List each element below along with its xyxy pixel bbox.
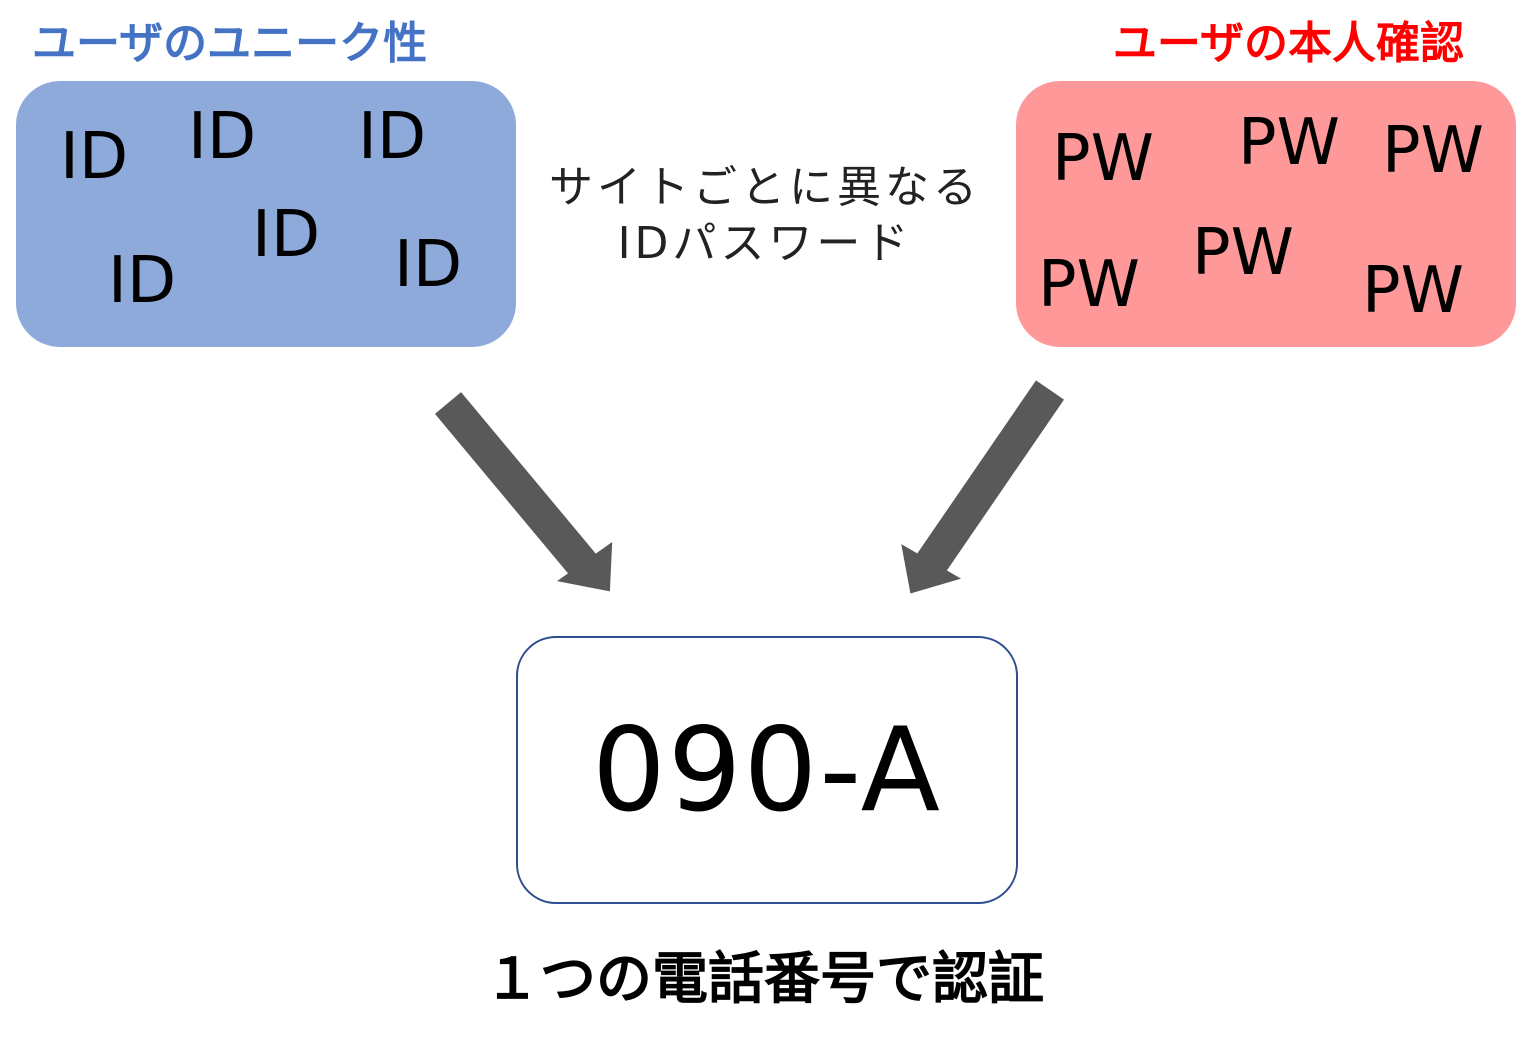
id-token: ID: [188, 100, 257, 174]
phone-number-box: 090-A: [516, 636, 1018, 904]
pw-token: PW: [1038, 248, 1140, 322]
pw-token: PW: [1192, 216, 1294, 290]
caption: １つの電話番号で認証: [484, 947, 1044, 1012]
pw-token: PW: [1362, 254, 1464, 328]
id-uniqueness-heading: ユーザのユニーク性: [32, 18, 428, 69]
id-token: ID: [252, 198, 321, 272]
left-arrow: [434, 392, 613, 592]
id-token: ID: [358, 100, 427, 174]
phone-number: 090-A: [591, 702, 943, 838]
pw-panel: PW PW PW PW PW PW: [1016, 81, 1516, 347]
pw-token: PW: [1382, 114, 1484, 188]
note-line-2: IDパスワード: [617, 218, 913, 269]
pw-token: PW: [1238, 106, 1340, 180]
note-line-1: サイトごとに異なる: [549, 162, 981, 213]
right-arrow: [901, 380, 1065, 594]
id-panel: ID ID ID ID ID ID: [16, 81, 516, 347]
id-token: ID: [394, 228, 463, 302]
pw-token: PW: [1052, 122, 1154, 196]
identity-verification-heading: ユーザの本人確認: [1112, 18, 1464, 69]
site-specific-credentials-note: サイトごとに異なる IDパスワード: [520, 160, 1010, 272]
id-token: ID: [108, 244, 177, 318]
id-token: ID: [60, 120, 129, 194]
